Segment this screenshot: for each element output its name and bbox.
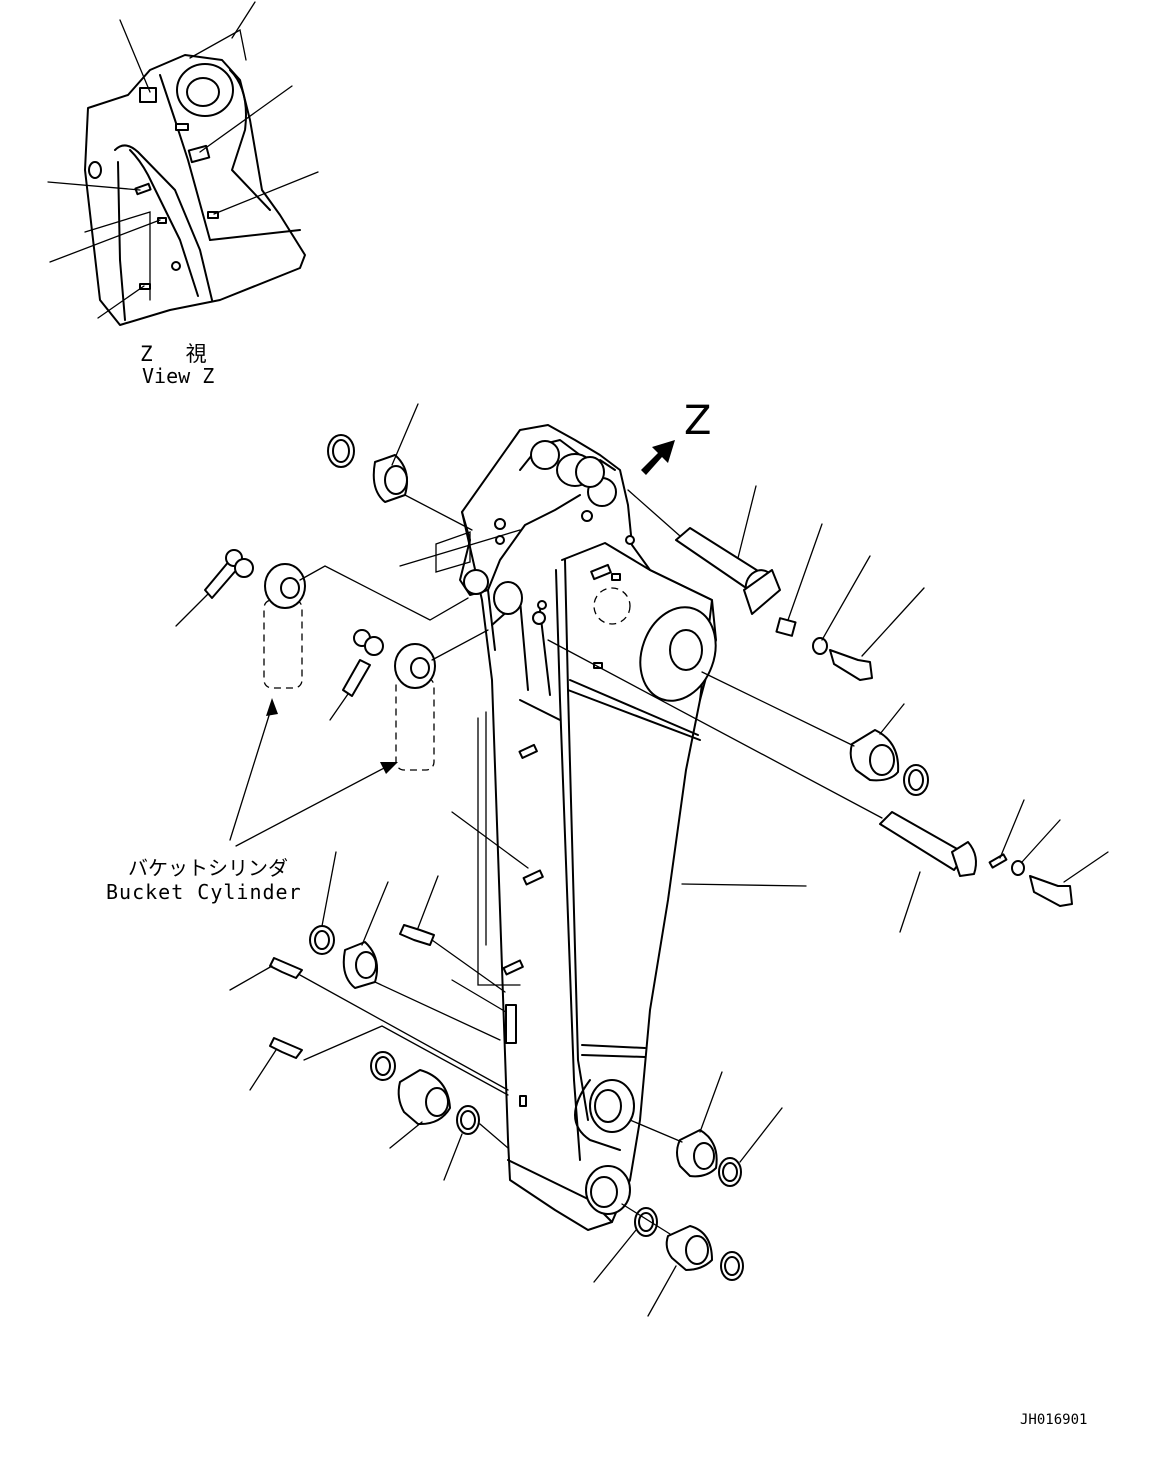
bucket-cylinder-a xyxy=(263,599,303,689)
grease-hose-b xyxy=(342,659,371,697)
washer-mid xyxy=(1011,860,1025,876)
arm-link-bore xyxy=(493,581,523,615)
drawing-code: JH016901 xyxy=(1020,1412,1088,1428)
grease-fitting-a xyxy=(399,924,435,946)
arm-body xyxy=(459,424,717,1231)
grease-fitting-c xyxy=(269,1037,303,1059)
view-z-plate xyxy=(187,144,211,164)
arm-lower-bore-b-inner xyxy=(590,1176,618,1208)
arm-pin-a xyxy=(518,743,538,760)
spring-pin xyxy=(988,853,1008,869)
arm-side-hole xyxy=(463,569,489,595)
view-z-jp-label: Z 視 xyxy=(140,342,213,366)
arm-bolt-a xyxy=(581,510,593,522)
arm-dashed-port xyxy=(593,587,631,625)
bolt-top xyxy=(829,649,873,681)
arm-lower-pin xyxy=(879,811,967,871)
washer-top xyxy=(812,637,828,655)
view-z-dot xyxy=(171,261,181,271)
view-z-detail xyxy=(47,1,319,326)
pin-stopper-plate xyxy=(743,569,781,615)
view-z-arrow-label: Z xyxy=(684,398,712,444)
grease-fitting-b xyxy=(269,957,303,979)
arm-top-boss-c xyxy=(575,456,605,488)
left-parts xyxy=(175,403,529,1181)
view-z-pin-a xyxy=(134,182,152,196)
bolt-mid xyxy=(1029,875,1073,907)
arm-top-boss-a xyxy=(530,440,560,470)
arm-pin-d xyxy=(519,1095,527,1107)
arm-slot-b xyxy=(611,573,621,581)
view-z-slot xyxy=(175,123,189,131)
pin-flange xyxy=(951,841,977,877)
view-z-bore xyxy=(186,77,220,107)
view-z-en-label: View Z xyxy=(142,364,215,388)
view-z-pin-b xyxy=(207,211,219,219)
lock-plate xyxy=(775,617,797,637)
arm-slot-c xyxy=(593,662,603,669)
arm-bolt-b xyxy=(494,518,506,530)
view-z-grease-fitting xyxy=(139,87,157,103)
right-parts xyxy=(547,440,1109,1317)
bucket-cylinder-jp-label: バケットシリンダ xyxy=(128,856,288,880)
arm-lower-bore-a-inner xyxy=(594,1089,622,1123)
arm-grease-block xyxy=(505,1004,517,1044)
arm-bolt-d xyxy=(625,535,635,545)
arm-pin-b xyxy=(522,869,544,886)
bucket-cylinder-b xyxy=(395,677,435,771)
bucket-cylinder-en-label: Bucket Cylinder xyxy=(106,880,302,904)
arm-pin-c xyxy=(502,959,524,976)
view-z-hole xyxy=(88,161,102,179)
arm-bolt-f xyxy=(537,600,547,610)
arm-boom-bore xyxy=(669,629,703,671)
arm-bolt-e xyxy=(532,611,546,625)
view-z-arrow xyxy=(641,440,675,475)
arm-slot-a xyxy=(590,563,612,581)
